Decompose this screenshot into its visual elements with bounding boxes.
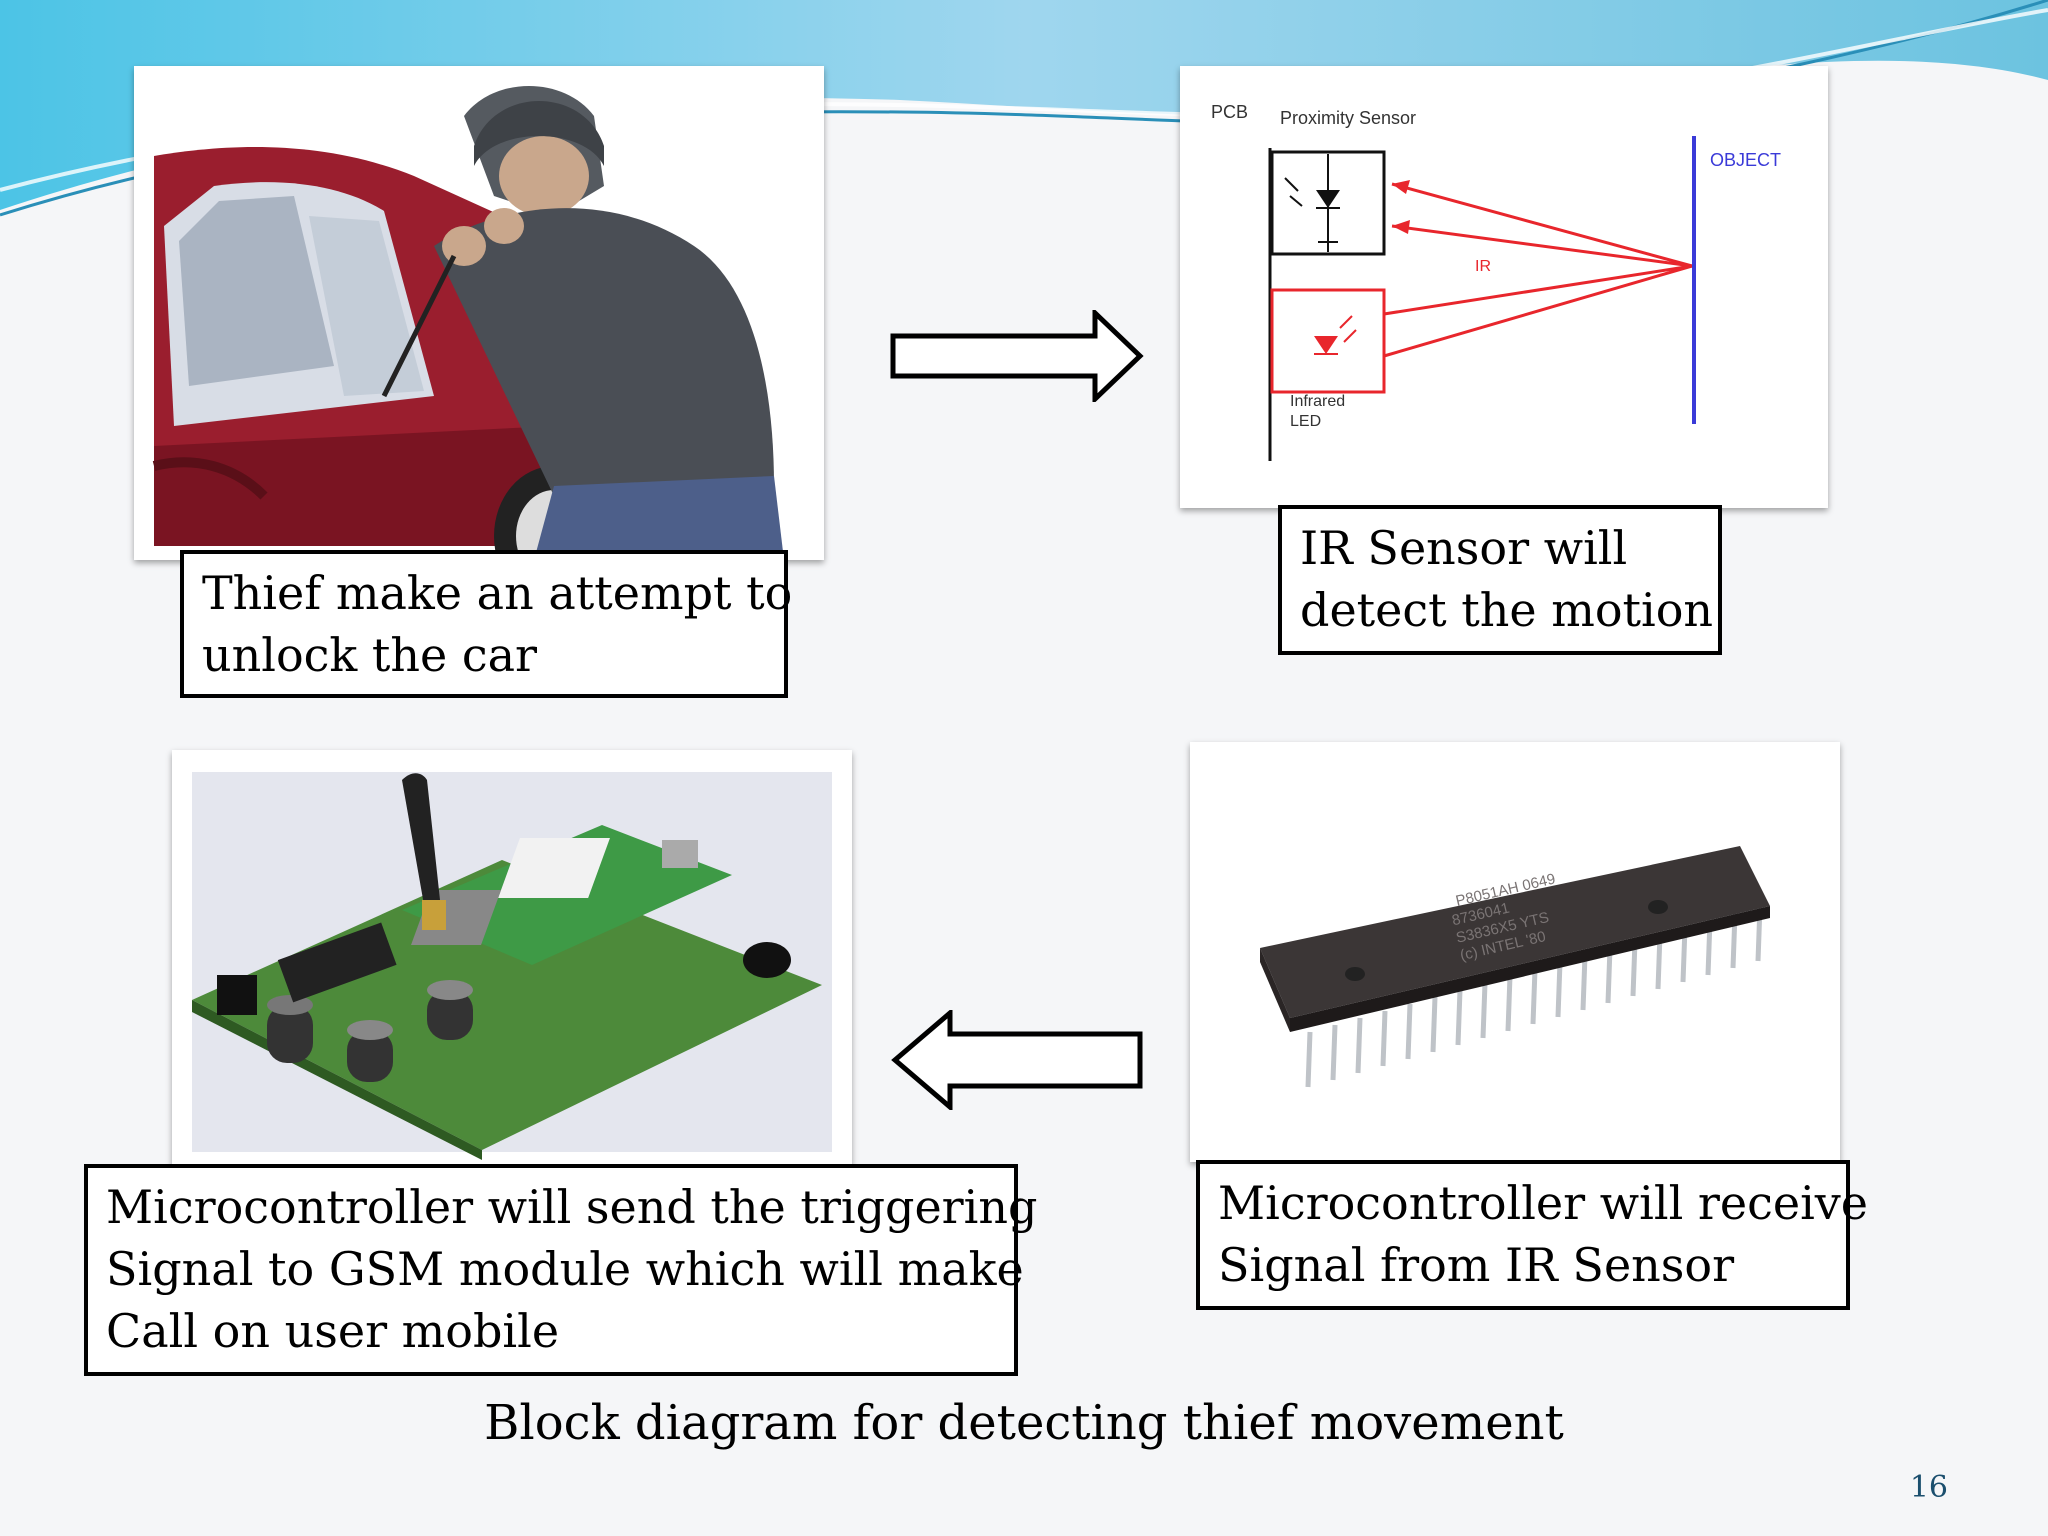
step-3-line-1: Microcontroller will receive xyxy=(1218,1176,1869,1230)
step-3-line-2: Signal from IR Sensor xyxy=(1218,1238,1735,1292)
step-4-caption: Microcontroller will send the triggering… xyxy=(84,1164,1038,1376)
infrared-label: Infrared xyxy=(1290,393,1345,410)
microcontroller-image: P8051AH 0649 8736041 S3836X5 YTS (c) INT… xyxy=(1190,742,1840,1162)
thief-image xyxy=(134,66,824,560)
pcb-label: PCB xyxy=(1211,102,1248,122)
ir-sensor-diagram: PCB Proximity Sensor Infrared LED IR OBJ… xyxy=(1180,66,1828,508)
step-4-line-1: Microcontroller will send the triggering xyxy=(106,1180,1038,1234)
gsm-module-image xyxy=(172,750,852,1172)
step-2-caption: IR Sensor will detect the motion xyxy=(1278,505,1722,655)
step-4-line-3: Call on user mobile xyxy=(106,1304,560,1358)
arrow-right-icon xyxy=(890,310,1144,402)
step-2-line-1: IR Sensor will xyxy=(1300,521,1628,575)
slide-caption: Block diagram for detecting thief moveme… xyxy=(484,1395,1564,1451)
arrow-left-icon xyxy=(891,1010,1143,1110)
step-1-caption: Thief make an attempt to unlock the car xyxy=(180,550,793,698)
led-label: LED xyxy=(1290,413,1321,430)
proximity-sensor-label: Proximity Sensor xyxy=(1280,108,1416,128)
step-1-line-1: Thief make an attempt to xyxy=(202,566,793,620)
step-2-line-2: detect the motion xyxy=(1300,583,1714,637)
step-4-line-2: Signal to GSM module which will make xyxy=(106,1242,1024,1296)
page-number: 16 xyxy=(1909,1470,1948,1505)
ir-label: IR xyxy=(1475,258,1491,275)
object-label: OBJECT xyxy=(1710,150,1781,170)
step-1-line-2: unlock the car xyxy=(202,628,538,682)
step-3-caption: Microcontroller will receive Signal from… xyxy=(1196,1160,1869,1310)
